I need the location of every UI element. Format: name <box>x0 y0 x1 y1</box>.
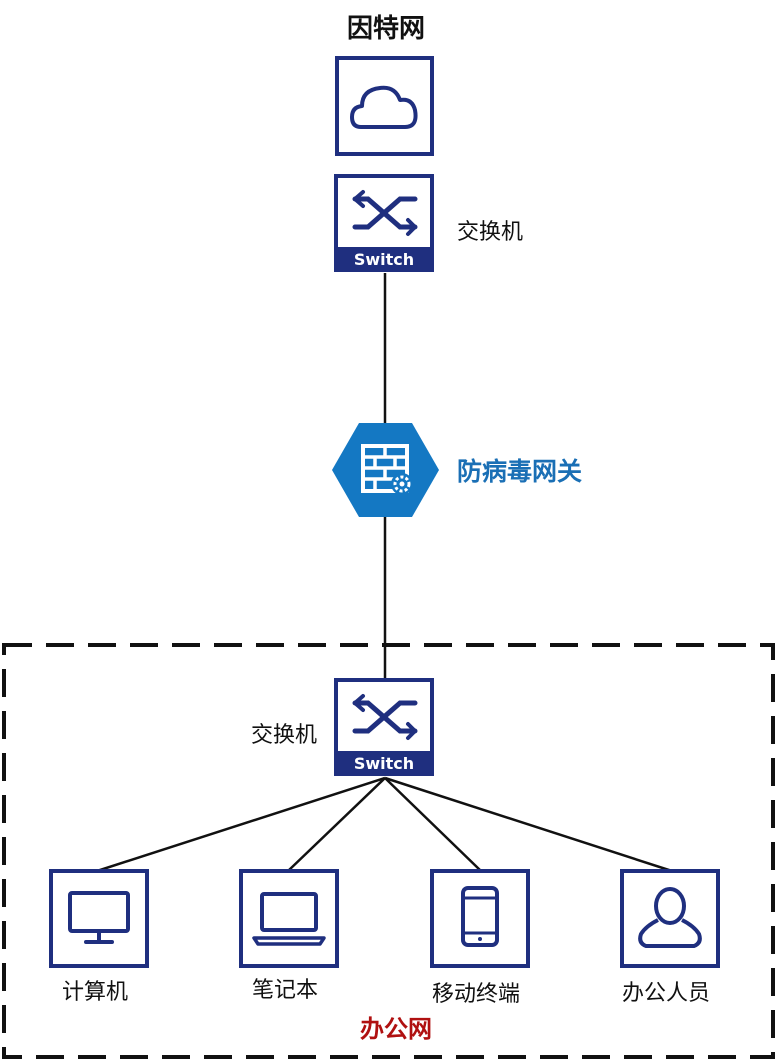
staff-label: 办公人员 <box>622 981 711 1006</box>
bottom-switch-badge: Switch <box>354 754 414 773</box>
bottom-switch-label: 交换机 <box>251 723 318 748</box>
laptop-node <box>239 869 339 968</box>
link-switch-computer <box>96 776 386 873</box>
bottom-switch-node <box>334 678 434 776</box>
person-icon <box>638 887 702 948</box>
mobile-label: 移动终端 <box>432 982 521 1007</box>
switch-icon <box>352 694 418 740</box>
link-switch-staff <box>384 776 673 873</box>
firewall-gear-icon <box>361 444 413 495</box>
gateway-label: 防病毒网关 <box>457 457 583 486</box>
laptop-label: 笔记本 <box>252 978 319 1003</box>
link-switch-laptop <box>287 777 386 872</box>
top-switch-badge: Switch <box>354 250 414 269</box>
connections <box>96 273 673 873</box>
computer-node <box>49 869 149 968</box>
phone-icon <box>461 886 499 947</box>
internet-label: 因特网 <box>347 14 426 44</box>
top-switch-label: 交换机 <box>457 220 524 245</box>
staff-node <box>620 869 720 968</box>
internet-node <box>335 56 434 156</box>
top-switch-node <box>334 174 434 272</box>
mobile-node <box>430 869 530 968</box>
computer-label: 计算机 <box>62 980 129 1005</box>
office-zone-label: 办公网 <box>360 1015 432 1043</box>
link-switch-mobile <box>384 777 482 872</box>
laptop-icon <box>252 892 326 946</box>
monitor-icon <box>68 891 130 944</box>
office-zone-border <box>2 643 775 1059</box>
gateway-node <box>332 423 439 517</box>
switch-icon <box>352 190 418 236</box>
cloud-icon <box>350 85 418 129</box>
